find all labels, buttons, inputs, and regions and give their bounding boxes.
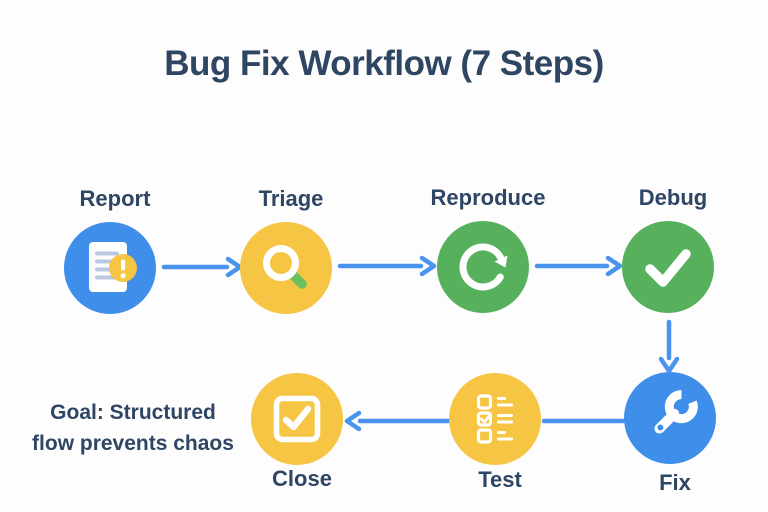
step-label-report: Report: [79, 186, 151, 211]
arrow-reproduce-to-debug: [534, 255, 623, 277]
arrow-debug-to-fix: [658, 319, 680, 374]
checkmark-icon: [645, 249, 691, 287]
step-circle-triage: [240, 222, 332, 314]
report-document-alert-icon: [89, 242, 137, 292]
step-circle-close: [251, 373, 343, 465]
step-circle-test: [449, 373, 541, 465]
step-label-test: Test: [478, 467, 522, 492]
wrench-icon: [654, 390, 698, 434]
step-label-debug: Debug: [638, 185, 708, 210]
refresh-cycle-icon: [459, 243, 508, 291]
page-title: Bug Fix Workflow (7 Steps): [164, 44, 604, 83]
magnifier-icon: [263, 245, 307, 289]
step-circle-fix: [624, 372, 716, 464]
goal-note: Goal: Structured flow prevents chaos: [6, 397, 260, 459]
step-circle-debug: [622, 221, 714, 313]
arrow-test-to-close: [344, 410, 451, 432]
arrow-triage-to-reproduce: [337, 255, 437, 277]
step-circle-report: [64, 222, 156, 314]
goal-line-2: flow prevents chaos: [32, 432, 234, 455]
step-label-close: Close: [272, 466, 332, 491]
step-label-triage: Triage: [258, 186, 324, 211]
arrow-report-to-triage: [161, 256, 243, 278]
step-label-reproduce: Reproduce: [430, 185, 546, 210]
checkbox-check-icon: [273, 395, 321, 443]
checklist-icon: [476, 394, 513, 444]
step-label-fix: Fix: [659, 470, 691, 495]
goal-line-1: Goal: Structured: [50, 401, 216, 424]
step-circle-reproduce: [437, 221, 529, 313]
